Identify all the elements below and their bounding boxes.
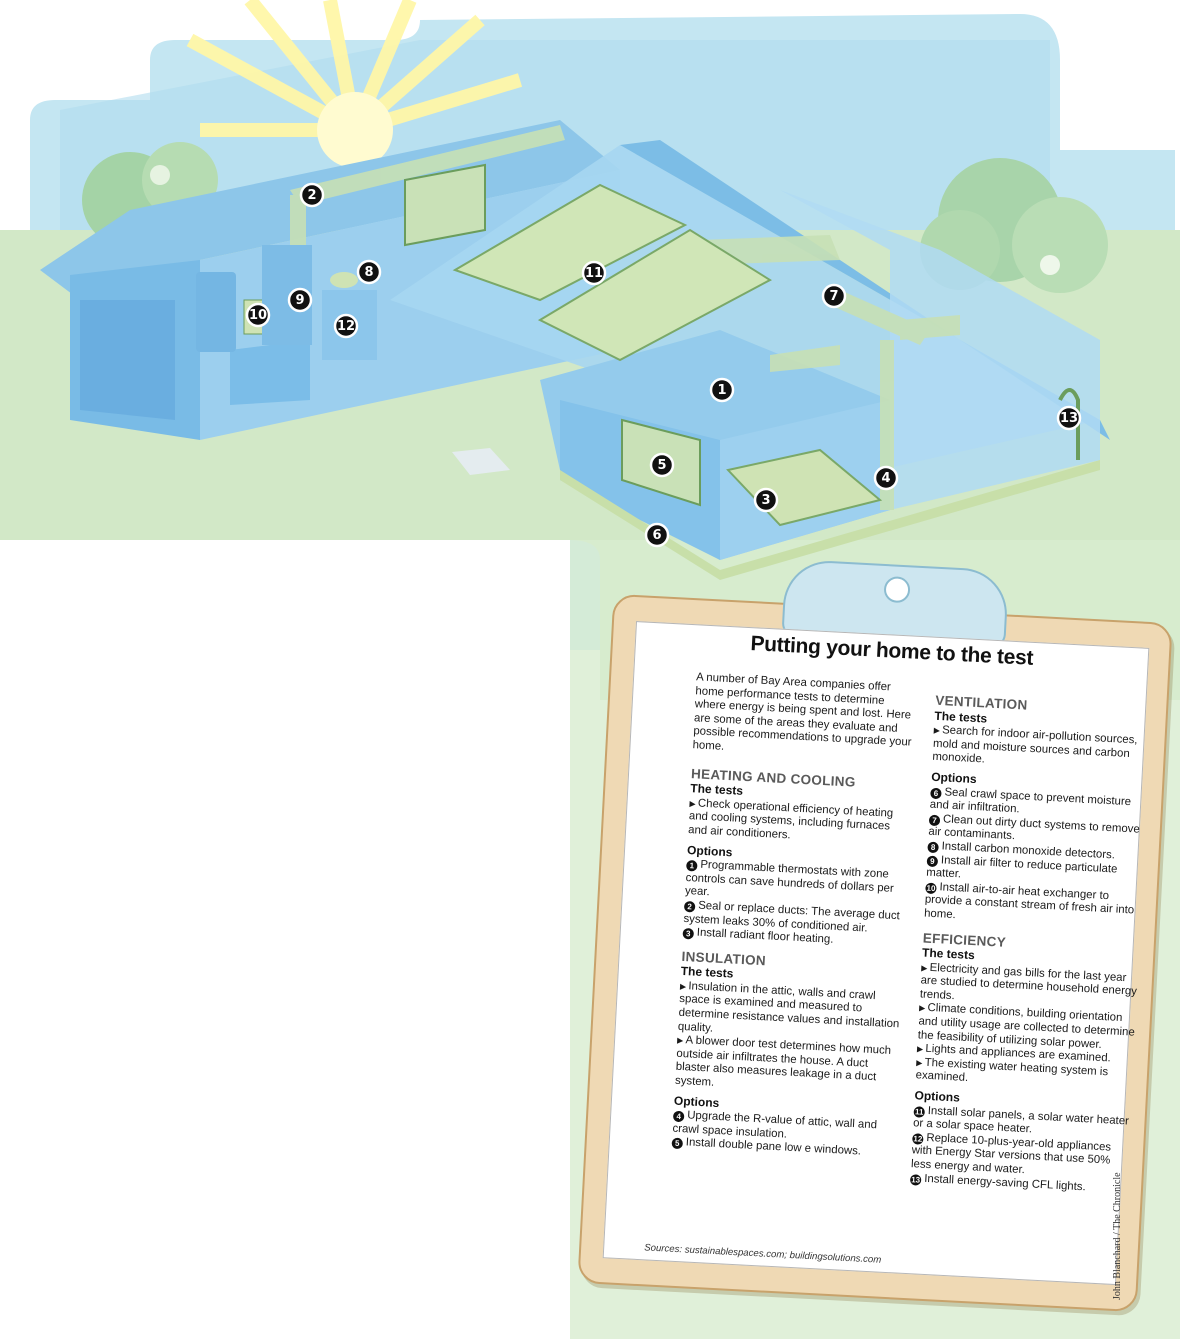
- test-item: ▶ A blower door test determines how much…: [674, 1034, 892, 1089]
- svg-text:6: 6: [652, 528, 661, 543]
- callout-marker-4: 4: [873, 465, 899, 491]
- callout-marker-9: 9: [287, 287, 313, 313]
- callout-marker-5: 5: [649, 452, 675, 478]
- svg-text:4: 4: [881, 471, 890, 486]
- svg-text:10: 10: [249, 308, 267, 323]
- option-number: 8: [927, 841, 939, 854]
- callout-marker-12: 12: [333, 313, 359, 339]
- svg-text:8: 8: [364, 265, 373, 280]
- clipboard-paper: Putting your home to the test A number o…: [602, 621, 1150, 1286]
- svg-text:12: 12: [337, 319, 355, 334]
- svg-text:1: 1: [717, 383, 726, 398]
- column-left: A number of Bay Area companies offer hom…: [671, 671, 918, 1161]
- callout-marker-7: 7: [821, 283, 847, 309]
- option-number: 1: [686, 860, 698, 872]
- option-number: 5: [671, 1138, 684, 1150]
- appliances: [196, 245, 1080, 460]
- option-number: 2: [683, 900, 696, 913]
- option-number: 12: [912, 1133, 924, 1145]
- sources-note: Sources: sustainablespaces.com; building…: [643, 1242, 882, 1266]
- option-number: 4: [672, 1110, 685, 1123]
- svg-text:2: 2: [307, 188, 316, 203]
- svg-text:5: 5: [657, 458, 666, 473]
- callout-marker-2: 2: [299, 182, 325, 208]
- svg-text:11: 11: [585, 266, 603, 281]
- callout-marker-8: 8: [356, 259, 382, 285]
- callout-marker-11: 11: [581, 260, 607, 286]
- callout-marker-13: 13: [1056, 405, 1082, 431]
- option-number: 9: [926, 855, 939, 867]
- solar-panels: [452, 183, 772, 362]
- callout-marker-6: 6: [644, 522, 670, 548]
- option-number: 3: [682, 928, 695, 940]
- callout-marker-3: 3: [753, 487, 779, 513]
- option-number: 6: [930, 787, 942, 799]
- info-clipboard: Putting your home to the test A number o…: [577, 558, 1173, 1313]
- svg-text:13: 13: [1060, 411, 1078, 426]
- option-number: 7: [928, 814, 941, 826]
- photo-credit: John Blanchard / The Chronicle: [1112, 1172, 1123, 1300]
- sun-icon: [186, 0, 523, 168]
- trees-right: [920, 158, 1108, 293]
- svg-text:9: 9: [295, 293, 304, 308]
- svg-text:3: 3: [761, 493, 770, 508]
- walkway: [452, 448, 510, 475]
- option-number: 13: [909, 1173, 922, 1186]
- option-number: 11: [913, 1105, 926, 1118]
- intro-text: A number of Bay Area companies offer hom…: [692, 671, 912, 753]
- option-number: 10: [925, 882, 937, 894]
- callout-marker-1: 1: [709, 377, 735, 403]
- svg-text:7: 7: [829, 289, 838, 304]
- callout-marker-10: 10: [245, 302, 271, 328]
